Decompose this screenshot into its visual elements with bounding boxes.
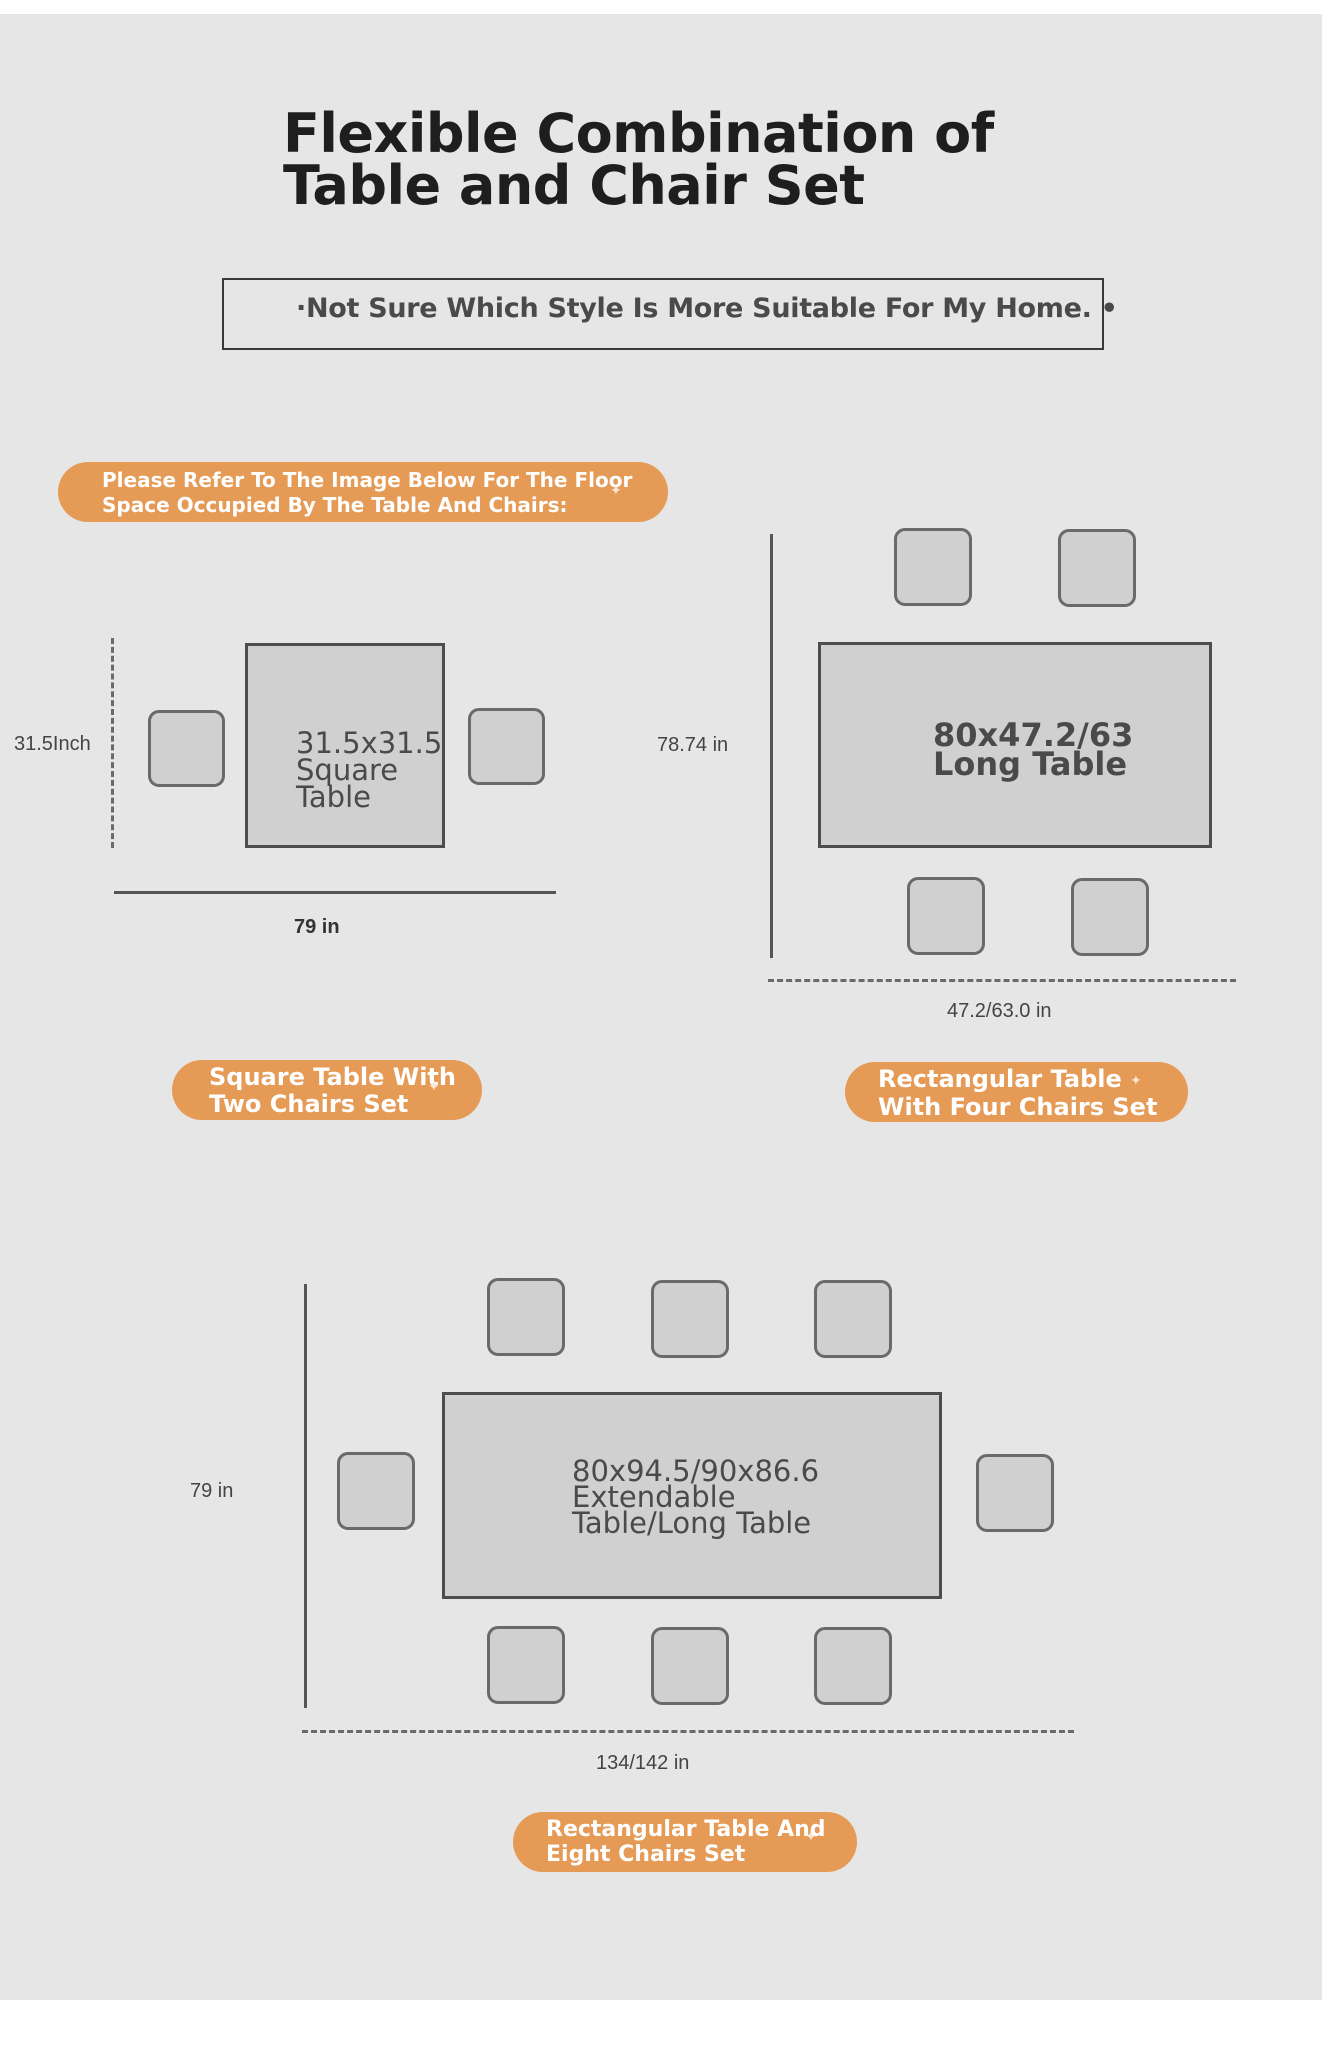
rect8-height-dim-line <box>304 1284 307 1708</box>
rect4-width-dim: 47.2/63.0 in <box>947 1000 1052 1022</box>
sparkle-icon: ✦ <box>610 482 622 498</box>
rect4-chair-bottom-1 <box>907 877 985 955</box>
title-line-2: Table and Chair Set <box>283 154 865 217</box>
rect8-table-label-line-3: Table/Long Table <box>572 1506 812 1540</box>
rect8-chair-bottom-2 <box>651 1627 729 1705</box>
rect8-width-dim-line <box>302 1730 1074 1733</box>
rect4-height-dim: 78.74 in <box>657 734 729 756</box>
title-line-1: Flexible Combination of <box>283 102 994 165</box>
square-height-dim: 31.5Inch <box>14 733 91 755</box>
rect8-chair-bottom-1 <box>487 1626 565 1704</box>
rect4-table-label-line-1: 80x47.2/63 <box>933 716 1134 754</box>
rect8-width-dim: 134/142 in <box>596 1752 690 1774</box>
rect8-chair-bottom-3 <box>814 1627 892 1705</box>
rect8-set-badge: Rectangular Table And Eight Chairs Set <box>513 1812 857 1872</box>
sparkle-icon: ✦ <box>1130 1072 1142 1088</box>
square-width-dim: 79 in <box>294 916 340 938</box>
rect8-chair-right <box>976 1454 1054 1532</box>
rect4-chair-bottom-2 <box>1071 878 1149 956</box>
intro-badge-line-2: Space Occupied By The Table And Chairs: <box>102 493 568 517</box>
subtitle-text: ·Not Sure Which Style Is More Suitable F… <box>296 293 1118 324</box>
rect8-height-dim: 79 in <box>190 1480 234 1502</box>
rect4-chair-top-1 <box>894 528 972 606</box>
rect8-chair-top-2 <box>651 1280 729 1358</box>
rect4-chair-top-2 <box>1058 529 1136 607</box>
square-table-label-line-1: 31.5x31.5 <box>296 726 443 760</box>
square-table <box>245 643 445 848</box>
rect4-height-dim-line <box>770 534 773 958</box>
square-height-dim-line <box>111 638 114 848</box>
rect8-badge-line-2: Eight Chairs Set <box>546 1842 746 1867</box>
square-set-badge: Square Table With Two Chairs Set <box>172 1060 482 1120</box>
rect8-chair-top-1 <box>487 1278 565 1356</box>
rect8-table-label-line-1: 80x94.5/90x86.6 <box>572 1454 820 1488</box>
square-chair-left <box>148 710 225 787</box>
square-badge-line-2: Two Chairs Set <box>209 1090 409 1118</box>
subtitle-box <box>222 278 1104 350</box>
rect8-chair-top-3 <box>814 1280 892 1358</box>
square-table-label-line-2: Square <box>296 753 399 787</box>
rect4-set-badge: Rectangular Table With Four Chairs Set <box>845 1062 1188 1122</box>
intro-badge-line-1: Please Refer To The Image Below For The … <box>102 468 633 492</box>
rect4-table-label-line-2: Long Table <box>933 745 1128 783</box>
rect8-table <box>442 1392 942 1599</box>
square-badge-line-1: Square Table With <box>209 1063 456 1091</box>
rect8-chair-left <box>337 1452 415 1530</box>
rect8-badge-line-1: Rectangular Table And <box>546 1817 826 1842</box>
rect8-table-label: 80x94.5/90x86.6 Extendable Table/Long Ta… <box>572 1454 820 1540</box>
rect4-badge-line-1: Rectangular Table <box>878 1065 1122 1093</box>
sparkle-icon: ✦ <box>805 1828 817 1844</box>
rect4-table <box>818 642 1212 848</box>
page-title: Flexible Combination of Table and Chair … <box>283 102 994 217</box>
square-table-label-line-3: Table <box>296 780 371 814</box>
sparkle-icon: ✦ <box>428 1078 440 1094</box>
square-chair-right <box>468 708 545 785</box>
square-table-label: 31.5x31.5 Square Table <box>296 726 443 814</box>
square-width-dim-line <box>114 891 556 894</box>
rect4-width-dim-line <box>768 979 1236 982</box>
rect4-table-label: 80x47.2/63 Long Table <box>933 716 1134 783</box>
rect4-badge-line-2: With Four Chairs Set <box>878 1093 1158 1121</box>
rect8-table-label-line-2: Extendable <box>572 1480 736 1514</box>
intro-badge: Please Refer To The Image Below For The … <box>58 462 668 522</box>
